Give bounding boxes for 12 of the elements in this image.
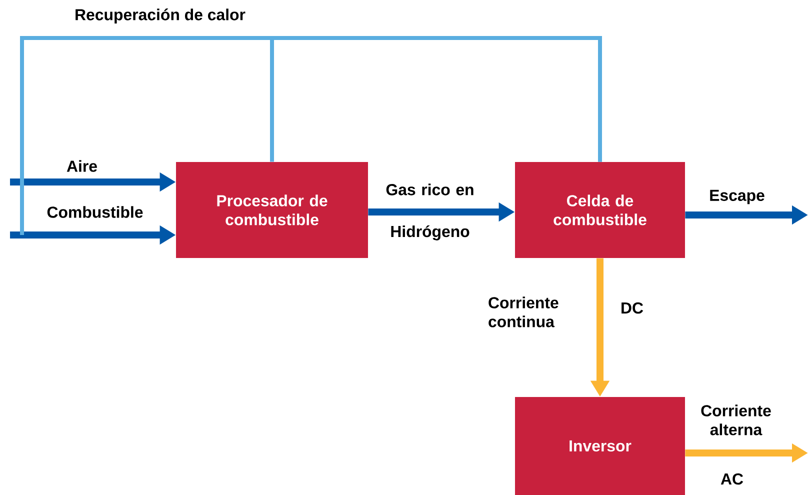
edge-label: Corriente continua [488,296,558,328]
edge-label: Combustible [47,206,143,218]
edge-label: Aire [66,160,97,172]
edge-label: Escape [710,190,764,204]
edge-label: Gas rico en Hidrógeno [386,184,474,240]
edge-label: Recuperación de calor [76,8,246,24]
edge-label: Corriente alterna [701,404,771,436]
signal-label: DC [622,302,644,314]
process-box: Celda de combustible [515,162,685,258]
process-box: Inversor [515,397,685,495]
signal-label: AC [720,473,744,485]
process-box: Procesador de combustible [176,162,368,258]
